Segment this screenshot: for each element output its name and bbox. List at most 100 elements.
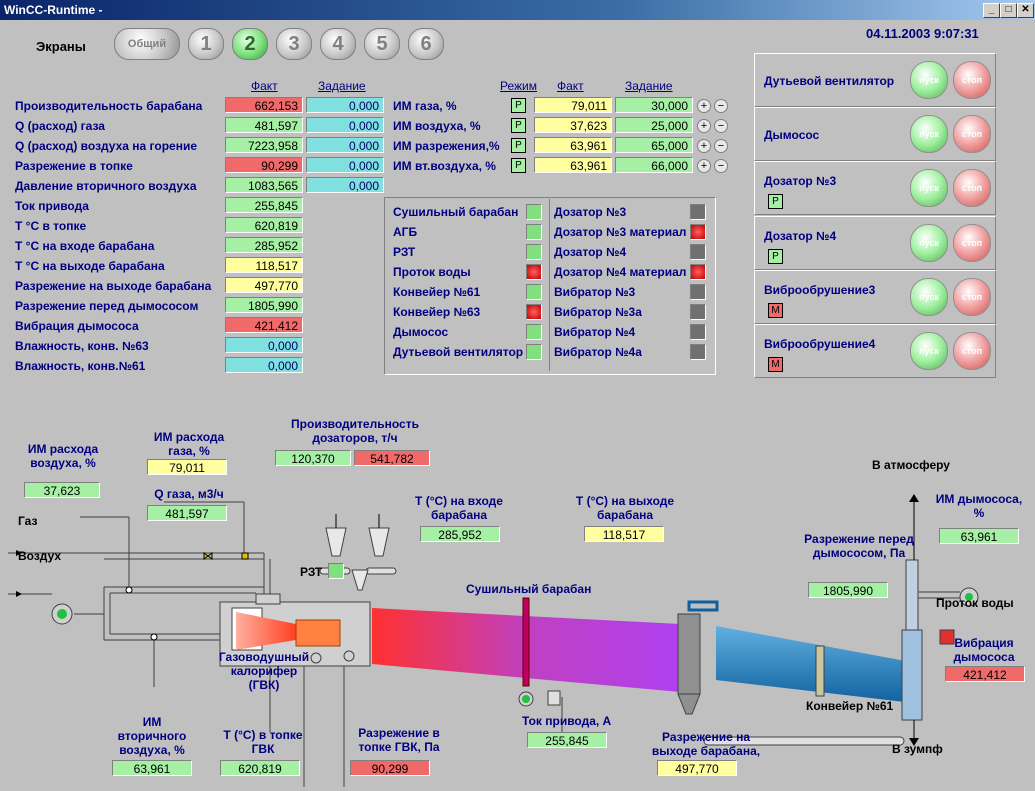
screen-button-0[interactable]: Общий xyxy=(114,28,180,60)
minimize-button[interactable]: _ xyxy=(983,3,1000,18)
im-label: ИМ газа, % xyxy=(393,99,457,113)
control-row xyxy=(754,324,996,378)
control-row xyxy=(754,107,996,161)
control-row xyxy=(754,216,996,270)
im-task[interactable]: 30,000 xyxy=(615,97,693,113)
param-fact: 255,845 xyxy=(225,197,303,213)
col-task: Задание xyxy=(318,79,366,93)
stop-button[interactable]: стоп xyxy=(953,332,991,370)
stop-button[interactable]: стоп xyxy=(953,61,991,99)
maximize-button[interactable]: □ xyxy=(1000,3,1017,18)
plus-button[interactable]: + xyxy=(697,119,711,133)
mimic-label: Вибрация дымососа xyxy=(953,636,1015,664)
mimic-label: Q газа, м3/ч xyxy=(154,487,224,501)
im-task[interactable]: 25,000 xyxy=(615,117,693,133)
minus-button[interactable]: − xyxy=(714,139,728,153)
mimic-field: 1805,990 xyxy=(808,582,888,598)
start-button[interactable]: пуск xyxy=(910,169,948,207)
screen-button-4[interactable]: 4 xyxy=(320,28,356,60)
plus-button[interactable]: + xyxy=(697,159,711,173)
im-fact: 79,011 xyxy=(534,97,612,113)
cyclone xyxy=(677,613,701,695)
process-mimic xyxy=(8,494,979,787)
im-label: ИМ разрежения,% xyxy=(393,139,500,153)
param-fact: 421,412 xyxy=(225,317,303,333)
mimic-field: 118,517 xyxy=(584,526,664,542)
status-indicator xyxy=(526,284,542,300)
im-fact: 63,961 xyxy=(534,157,612,173)
im-mode-button[interactable]: P xyxy=(511,138,526,153)
minus-button[interactable]: − xyxy=(714,119,728,133)
stop-button[interactable]: стоп xyxy=(953,169,991,207)
status-indicator xyxy=(690,344,706,360)
im-fact: 63,961 xyxy=(534,137,612,153)
param-fact: 7223,958 xyxy=(225,137,303,153)
param-fact: 662,153 xyxy=(225,97,303,113)
plus-button[interactable]: + xyxy=(697,99,711,113)
device-label: Виброобрушение4 xyxy=(764,337,876,351)
stop-button[interactable]: стоп xyxy=(953,115,991,153)
param-label: Давление вторичного воздуха xyxy=(15,179,197,193)
mimic-label: Конвейер №61 xyxy=(806,699,894,713)
device-label: Дымосос xyxy=(764,128,820,142)
start-button[interactable]: пуск xyxy=(910,61,948,99)
param-task[interactable]: 0,000 xyxy=(306,137,384,153)
param-label: Влажность, конв. №63 xyxy=(15,339,149,353)
im-mode-button[interactable]: P xyxy=(511,118,526,133)
status-indicator xyxy=(526,244,542,260)
param-fact: 0,000 xyxy=(225,337,303,353)
start-button[interactable]: пуск xyxy=(910,115,948,153)
minus-button[interactable]: − xyxy=(714,99,728,113)
minus-button[interactable]: − xyxy=(714,159,728,173)
status-indicator xyxy=(690,304,706,320)
im-mode-button[interactable]: P xyxy=(511,98,526,113)
conveyor-61 xyxy=(703,736,905,746)
close-button[interactable]: ✕ xyxy=(1017,3,1034,18)
status-label: Дозатор №3 xyxy=(554,205,627,219)
start-button[interactable]: пуск xyxy=(910,278,948,316)
status-label: Дозатор №4 материал xyxy=(554,265,687,279)
mimic-label: Газ xyxy=(18,514,38,528)
param-fact: 90,299 xyxy=(225,157,303,173)
status-indicator xyxy=(690,244,706,260)
param-task[interactable]: 0,000 xyxy=(306,117,384,133)
mimic-label: ИМ дымососа, % xyxy=(935,492,1023,520)
screen-button-3[interactable]: 3 xyxy=(276,28,312,60)
mode-badge[interactable]: P xyxy=(768,194,783,209)
param-task[interactable]: 0,000 xyxy=(306,97,384,113)
im-mode-button[interactable]: P xyxy=(511,158,526,173)
status-indicator xyxy=(526,304,542,320)
status-label: АГБ xyxy=(393,225,418,239)
status-label: Вибратор №3а xyxy=(554,305,642,319)
mode-badge[interactable]: M xyxy=(768,357,783,372)
param-task[interactable]: 0,000 xyxy=(306,177,384,193)
control-row xyxy=(754,270,996,324)
screen-button-5[interactable]: 5 xyxy=(364,28,400,60)
param-label: Вибрация дымососа xyxy=(15,319,139,333)
mimic-field: 120,370 xyxy=(275,450,351,466)
mimic-label: Воздух xyxy=(18,549,62,563)
mode-badge[interactable]: M xyxy=(768,303,783,318)
start-button[interactable]: пуск xyxy=(910,224,948,262)
stop-button[interactable]: стоп xyxy=(953,278,991,316)
plus-button[interactable]: + xyxy=(697,139,711,153)
param-label: Q (расход) воздуха на горение xyxy=(15,139,198,153)
mode-badge[interactable]: P xyxy=(768,249,783,264)
hopper-3 xyxy=(325,527,347,557)
mimic-label: T (°C) на выходе барабана xyxy=(575,494,675,522)
rzt-indicator xyxy=(328,563,344,579)
stop-button[interactable]: стоп xyxy=(953,224,991,262)
screen-button-2[interactable]: 2 xyxy=(232,28,268,60)
gas-valve-icon xyxy=(203,552,213,560)
im-task[interactable]: 66,000 xyxy=(615,157,693,173)
mimic-field: 421,412 xyxy=(945,666,1025,682)
status-label: Вибратор №3 xyxy=(554,285,636,299)
mimic-label: Разрежение в топке ГВК, Па xyxy=(358,726,440,754)
screen-button-1[interactable]: 1 xyxy=(188,28,224,60)
param-task[interactable]: 0,000 xyxy=(306,157,384,173)
start-button[interactable]: пуск xyxy=(910,332,948,370)
mimic-label: Сушильный барабан xyxy=(466,582,592,596)
im-task[interactable]: 65,000 xyxy=(615,137,693,153)
screen-button-6[interactable]: 6 xyxy=(408,28,444,60)
status-indicator xyxy=(526,264,542,280)
